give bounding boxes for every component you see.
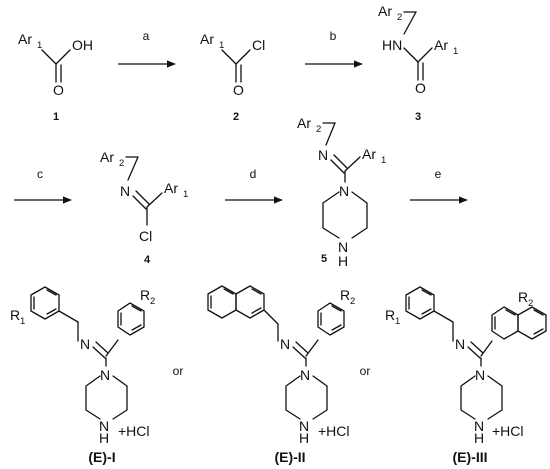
- ar-subscript: 1: [37, 40, 42, 51]
- hydroxyl-label: OH: [72, 37, 93, 53]
- reaction-arrow-c: c: [14, 167, 72, 204]
- compound-number-4: 4: [144, 254, 151, 266]
- reagent-label-d: d: [250, 167, 257, 181]
- product-e-ii: N R 2 N N H +HCl (E)-II: [207, 285, 355, 465]
- compound-number-1: 1: [53, 111, 59, 123]
- piperazine-nh-n-label: N: [299, 418, 309, 434]
- chloro-label: Cl: [252, 37, 265, 53]
- piperazine-nh-h-label: H: [299, 430, 309, 446]
- r-subscript: 1: [395, 316, 400, 327]
- r-label: R: [340, 287, 350, 303]
- or-connector: or: [173, 364, 184, 378]
- piperazine-nh-n-label: N: [474, 418, 484, 434]
- r-subscript: 1: [20, 316, 25, 327]
- compound-number-3: 3: [415, 111, 421, 123]
- r-label: R: [518, 289, 528, 305]
- piperazine-n-label: N: [339, 183, 349, 199]
- compound-1-carboxylic-acid: Ar 1 O OH 1: [18, 31, 93, 123]
- imine-n-label: N: [80, 336, 90, 352]
- ar-label: Ar: [378, 3, 392, 19]
- product-label-e-iii: (E)-III: [453, 449, 488, 465]
- ar-label: Ar: [362, 146, 376, 162]
- amide-nh-label: HN: [382, 37, 402, 53]
- piperazine-n-label: N: [100, 367, 110, 383]
- reagent-label-e: e: [435, 167, 442, 181]
- imine-n-label: N: [455, 336, 465, 352]
- or-connector: or: [360, 364, 371, 378]
- ar-label: Ar: [164, 180, 178, 196]
- ar-subscript: 1: [183, 189, 188, 200]
- ar-subscript: 2: [397, 12, 402, 23]
- r-label: R: [10, 307, 20, 323]
- reaction-arrow-d: d: [225, 167, 283, 204]
- product-label-e-i: (E)-I: [88, 449, 115, 465]
- ar-label: Ar: [200, 31, 214, 47]
- piperazine-nh-n-label: N: [338, 239, 348, 255]
- piperazine-n-label: N: [475, 367, 485, 383]
- ar-subscript: 1: [219, 40, 224, 51]
- reagent-label-b: b: [330, 29, 337, 43]
- piperazine-nh-h-label: H: [99, 430, 109, 446]
- r-label: R: [385, 307, 395, 323]
- reaction-arrow-a: a: [118, 29, 176, 68]
- compound-2-acyl-chloride: Ar 1 O Cl 2: [200, 31, 265, 123]
- reagent-label-c: c: [37, 167, 43, 181]
- imine-n-label: N: [318, 147, 328, 163]
- ar-label: Ar: [100, 149, 114, 165]
- oxygen-label: O: [233, 82, 244, 98]
- reagent-label-a: a: [143, 29, 150, 43]
- oxygen-label: O: [415, 80, 426, 96]
- hcl-salt-label: +HCl: [318, 423, 350, 439]
- r-label: R: [140, 287, 150, 303]
- ar-subscript: 2: [119, 158, 124, 169]
- product-e-iii: R 1 N R 2 N N H +HCl (E)-III: [385, 286, 547, 465]
- ar-subscript: 2: [316, 124, 321, 135]
- ar-subscript: 1: [453, 46, 458, 57]
- ar-label: Ar: [434, 37, 448, 53]
- r-subscript: 2: [150, 296, 155, 307]
- product-label-e-ii: (E)-II: [274, 449, 305, 465]
- product-e-i: R 1 N R 2 N N H +HCl (E)-I: [10, 286, 155, 465]
- compound-5-amidine: Ar 2 N Ar 1 N N H 5: [297, 115, 386, 269]
- r-subscript: 2: [528, 298, 533, 309]
- reaction-arrow-b: b: [305, 29, 363, 68]
- ar-label: Ar: [297, 115, 311, 131]
- ar-subscript: 1: [381, 155, 386, 166]
- compound-number-5: 5: [321, 253, 327, 265]
- piperazine-n-label: N: [300, 367, 310, 383]
- piperazine-nh-h-label: H: [474, 430, 484, 446]
- chloro-label: Cl: [139, 228, 152, 244]
- imine-n-label: N: [280, 336, 290, 352]
- compound-number-2: 2: [233, 111, 239, 123]
- r-subscript: 2: [350, 296, 355, 307]
- piperazine-nh-n-label: N: [99, 418, 109, 434]
- hcl-salt-label: +HCl: [118, 423, 150, 439]
- ar-label: Ar: [18, 31, 32, 47]
- imine-n-label: N: [120, 183, 130, 199]
- reaction-arrow-e: e: [410, 167, 468, 204]
- compound-4-imidoyl-chloride: Ar 2 N Ar 1 Cl 4: [100, 149, 188, 266]
- compound-3-amide: Ar 2 HN O Ar 1 3: [378, 3, 458, 123]
- piperazine-nh-h-label: H: [338, 253, 348, 269]
- hcl-salt-label: +HCl: [492, 423, 524, 439]
- oxygen-label: O: [53, 82, 64, 98]
